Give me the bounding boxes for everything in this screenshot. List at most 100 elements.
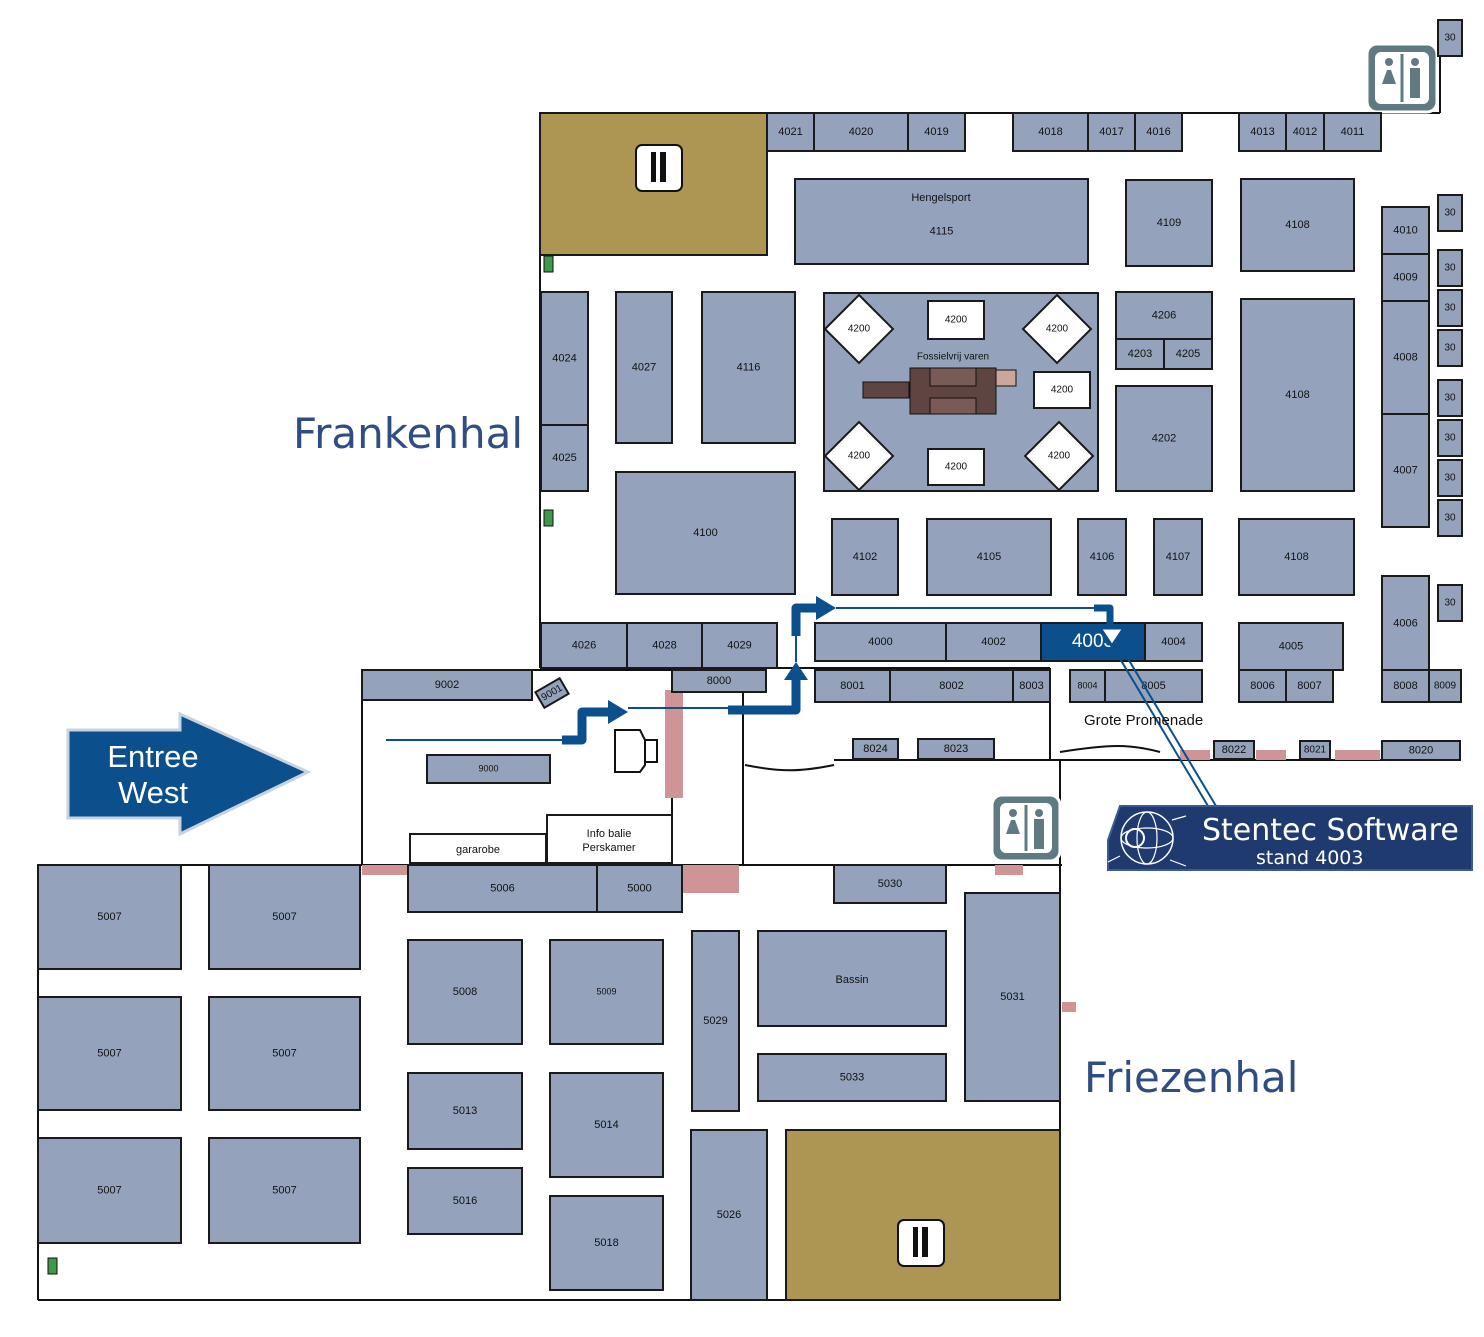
booth-4004[interactable]: 4004 <box>1144 622 1203 662</box>
booth-4024[interactable]: 4024 <box>540 291 589 426</box>
booth-5007[interactable]: 5007 <box>208 1137 361 1244</box>
booth-8004[interactable]: 8004 <box>1069 669 1106 703</box>
booth-label: 4202 <box>1152 432 1176 444</box>
booth-4005[interactable]: 4005 <box>1238 622 1344 671</box>
diamond-stand[interactable] <box>1021 293 1093 365</box>
booth-5007[interactable]: 5007 <box>37 996 182 1111</box>
booth-4021[interactable]: 4021 <box>766 112 815 152</box>
diamond-stand[interactable] <box>823 420 895 492</box>
booth-4109[interactable]: 4109 <box>1125 179 1213 267</box>
booth-5007[interactable]: 5007 <box>37 1137 182 1244</box>
diamond-stand[interactable] <box>823 293 895 365</box>
booth-9001[interactable]: 9001 <box>534 676 570 710</box>
booth-4026[interactable]: 4026 <box>540 622 628 669</box>
booth-4108[interactable]: 4108 <box>1240 298 1355 492</box>
booth-8008[interactable]: 8008 <box>1381 669 1430 703</box>
booth-8007[interactable]: 8007 <box>1285 669 1334 703</box>
booth-8024[interactable]: 8024 <box>852 738 899 760</box>
booth-4106[interactable]: 4106 <box>1077 518 1127 596</box>
booth-8003[interactable]: 8003 <box>1012 669 1051 703</box>
booth-5000[interactable]: 5000 <box>596 864 683 913</box>
booth-5008[interactable]: 5008 <box>407 939 523 1045</box>
booth-4018[interactable]: 4018 <box>1012 112 1089 152</box>
booth-4202[interactable]: 4202 <box>1115 385 1213 492</box>
booth-edge[interactable]: 30 <box>1437 419 1463 457</box>
booth-4012[interactable]: 4012 <box>1285 112 1325 152</box>
booth-8006[interactable]: 8006 <box>1238 669 1287 703</box>
booth-4108[interactable]: 4108 <box>1238 518 1355 596</box>
booth-4028[interactable]: 4028 <box>626 622 703 669</box>
stentec-badge[interactable]: Stentec Software stand 4003 <box>1107 805 1473 871</box>
booth-edge[interactable]: 30 <box>1437 379 1463 417</box>
booth-4007[interactable]: 4007 <box>1381 413 1430 528</box>
booth-4008[interactable]: 4008 <box>1381 300 1430 415</box>
booth-edge[interactable]: 30 <box>1437 249 1463 287</box>
booth-edge[interactable]: 30 <box>1437 329 1463 367</box>
booth-9000[interactable]: 9000 <box>426 754 551 784</box>
booth-edge[interactable]: 30 <box>1437 499 1463 537</box>
booth-4013[interactable]: 4013 <box>1238 112 1287 152</box>
booth-4016[interactable]: 4016 <box>1134 112 1183 152</box>
booth-4100[interactable]: 4100 <box>615 471 796 595</box>
booth-4006[interactable]: 4006 <box>1381 575 1430 672</box>
booth-5016[interactable]: 5016 <box>407 1167 523 1235</box>
booth-4010[interactable]: 4010 <box>1381 206 1430 255</box>
booth-9002[interactable]: 9002 <box>361 669 533 701</box>
booth-edge[interactable]: 30 <box>1437 584 1463 622</box>
booth-4002[interactable]: 4002 <box>945 622 1042 662</box>
booth-edge[interactable]: 30 <box>1437 459 1463 497</box>
booth-5007[interactable]: 5007 <box>208 864 361 970</box>
booth-shape <box>833 864 947 904</box>
booth-5026[interactable]: 5026 <box>690 1129 768 1301</box>
diamond-stand[interactable] <box>1023 420 1095 492</box>
booth-5014[interactable]: 5014 <box>549 1072 664 1178</box>
booth-8001[interactable]: 8001 <box>814 669 891 703</box>
booth-4116[interactable]: 4116 <box>701 291 796 444</box>
booth-4020[interactable]: 4020 <box>813 112 909 152</box>
booth-4206[interactable]: 4206 <box>1115 291 1213 340</box>
booth-5006[interactable]: 5006 <box>407 864 598 913</box>
booth-4027[interactable]: 4027 <box>615 291 673 444</box>
booth-4102[interactable]: 4102 <box>831 518 899 596</box>
booth-5029[interactable]: 5029 <box>691 930 740 1112</box>
booth-8005[interactable]: 8005 <box>1104 669 1203 703</box>
booth-8022[interactable]: 8022 <box>1213 740 1255 760</box>
booth-8021[interactable]: 8021 <box>1299 740 1331 760</box>
booth-5033[interactable]: 5033 <box>757 1053 947 1102</box>
booth-5007[interactable]: 5007 <box>208 996 361 1111</box>
booth-label: 5031 <box>1000 991 1024 1003</box>
booth-4011[interactable]: 4011 <box>1323 112 1382 152</box>
square-stand[interactable] <box>1033 371 1091 409</box>
booth-8020[interactable]: 8020 <box>1381 740 1461 761</box>
booth-8009[interactable]: 8009 <box>1428 669 1462 703</box>
booth-4029[interactable]: 4029 <box>701 622 778 669</box>
booth-4025[interactable]: 4025 <box>540 424 589 492</box>
entrance-arrow[interactable]: Entree West <box>66 711 312 837</box>
booth-5030[interactable]: 5030 <box>833 864 947 904</box>
booth-label: 4020 <box>849 126 873 138</box>
booth-4019[interactable]: 4019 <box>907 112 966 152</box>
booth-4000[interactable]: 4000 <box>814 622 947 662</box>
booth-5007[interactable]: 5007 <box>37 864 182 970</box>
booth-4009[interactable]: 4009 <box>1381 253 1430 302</box>
booth-5018[interactable]: 5018 <box>549 1195 664 1291</box>
booth-8002[interactable]: 8002 <box>889 669 1014 703</box>
square-stand[interactable] <box>927 300 985 340</box>
booth-5009[interactable]: 5009 <box>549 939 664 1045</box>
booth-4203[interactable]: 4203 <box>1115 338 1165 370</box>
booth-4115[interactable]: 4115 <box>794 178 1089 265</box>
square-stand[interactable] <box>927 448 985 486</box>
booth-5031[interactable]: 5031 <box>964 892 1061 1102</box>
booth-4205[interactable]: 4205 <box>1163 338 1213 370</box>
booth-edge[interactable]: 30 <box>1437 194 1463 232</box>
booth-edge[interactable]: 30 <box>1437 289 1463 327</box>
booth-8023[interactable]: 8023 <box>917 738 995 760</box>
booth-4105[interactable]: 4105 <box>926 518 1052 596</box>
booth-edge[interactable]: 30 <box>1437 19 1463 57</box>
booth-4017[interactable]: 4017 <box>1087 112 1136 152</box>
booth-5013[interactable]: 5013 <box>407 1072 523 1150</box>
booth-4108[interactable]: 4108 <box>1240 178 1355 272</box>
booth-4003[interactable]: 4003 <box>1040 622 1146 662</box>
booth-4107[interactable]: 4107 <box>1153 518 1203 596</box>
booth-8000[interactable]: 8000 <box>671 669 767 693</box>
